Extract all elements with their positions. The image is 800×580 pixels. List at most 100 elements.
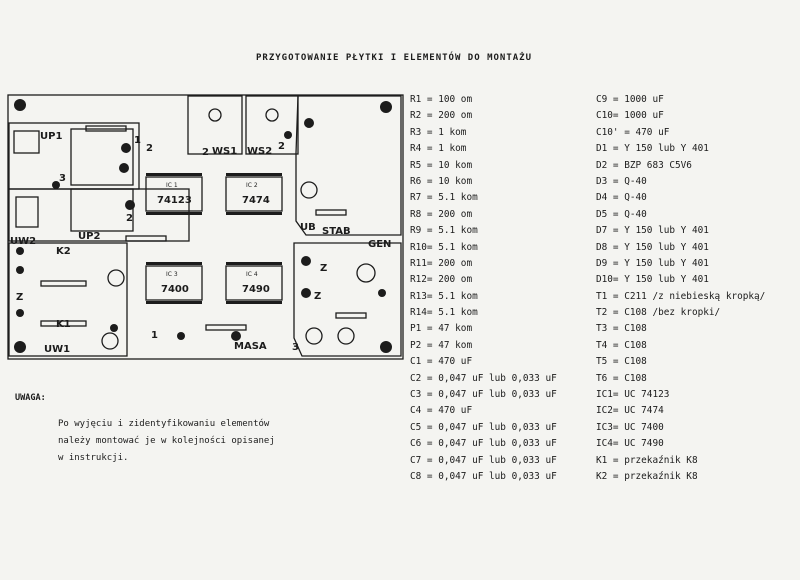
pcb-layout-diagram: UP1 UP2 UW2 UW1 K2 K1 WS1 WS2 UB STAB GE…	[7, 94, 404, 360]
part-row: K2 = przekaźnik K8	[596, 470, 698, 482]
pin-z-relay: Z	[16, 292, 23, 303]
part-row: C8 = 0,047 uF lub 0,033 uF	[410, 470, 557, 482]
part-row: R12= 200 om	[410, 274, 473, 286]
part-row: IC3= UC 7400	[596, 421, 664, 433]
ws2-block	[245, 95, 299, 155]
part-row: P2 = 47 kom	[410, 339, 473, 351]
pin-2-ws2: 2	[278, 141, 285, 152]
pin-3-gen: 3	[292, 342, 299, 353]
gen-block	[293, 242, 402, 357]
ic4-outline	[225, 265, 283, 301]
part-row: R9 = 5.1 kom	[410, 225, 478, 237]
note-line: w instrukcji.	[58, 453, 129, 463]
part-row: T3 = C108	[596, 323, 647, 335]
ic1-name: IC 1	[166, 182, 178, 189]
label-ub: UB	[300, 222, 316, 233]
part-row: C2 = 0,047 uF lub 0,033 uF	[410, 372, 557, 384]
part-row: R11= 200 om	[410, 257, 473, 269]
pin-1-up2: 1	[126, 201, 133, 212]
pin-2-ws1: 2	[202, 147, 209, 158]
pin-z-gen-2: Z	[314, 291, 321, 302]
ic2-name: IC 2	[246, 182, 258, 189]
pcb-outline	[7, 94, 404, 360]
stab-block	[295, 95, 402, 236]
pin-2-up2: 2	[126, 213, 133, 224]
part-row: R5 = 10 kom	[410, 159, 473, 171]
pot-p2	[265, 108, 279, 122]
part-row: T4 = C108	[596, 339, 647, 351]
label-masa: MASA	[234, 341, 267, 352]
ic4-part: 7490	[242, 284, 270, 295]
label-up2: UP2	[78, 231, 100, 242]
part-row: IC1= UC 74123	[596, 389, 670, 401]
label-ws1: WS1	[212, 146, 237, 157]
ic2-outline	[225, 176, 283, 212]
part-row: R14= 5.1 kom	[410, 307, 478, 319]
part-row: T6 = C108	[596, 372, 647, 384]
part-row: R7 = 5.1 kom	[410, 192, 478, 204]
part-row: R13= 5.1 kom	[410, 290, 478, 302]
part-row: T1 = C211 /z niebieską kropką/	[596, 290, 766, 302]
pin-1-up1: 1	[134, 135, 141, 146]
part-row: C7 = 0,047 uF lub 0,033 uF	[410, 454, 557, 466]
ic-pins	[146, 173, 282, 304]
transistor-t5	[101, 332, 119, 350]
ic3-name: IC 3	[166, 271, 178, 278]
up1-block	[8, 122, 140, 190]
parts-list-right: C9 = 1000 uF C10= 1000 uF C10' = 470 uF D1 …	[596, 92, 765, 485]
part-row: C4 = 470 uF	[410, 405, 473, 417]
part-row: C10= 1000 uF	[596, 110, 664, 122]
part-row: D4 = Q-40	[596, 192, 647, 204]
part-row: R10= 5.1 kom	[410, 241, 478, 253]
part-row: C9 = 1000 uF	[596, 94, 664, 105]
relay-area	[8, 242, 128, 357]
part-row: C1 = 470 uF	[410, 356, 473, 368]
label-k1: K1	[56, 319, 71, 330]
transistor-t3	[356, 263, 376, 283]
transistor-t4	[305, 327, 323, 345]
ic1-outline	[145, 176, 203, 212]
pin-3-up1: 3	[59, 173, 66, 184]
pin-1-masa: 1	[151, 330, 158, 341]
part-row: R4 = 1 kom	[410, 143, 467, 155]
part-row: C6 = 0,047 uF lub 0,033 uF	[410, 438, 557, 450]
label-gen: GEN	[368, 239, 391, 250]
label-ws2: WS2	[247, 146, 272, 157]
part-row: R8 = 200 om	[410, 208, 473, 220]
label-uw1: UW1	[44, 344, 70, 355]
part-row: R2 = 200 om	[410, 110, 473, 122]
page-title: PRZYGOTOWANIE PŁYTKI I ELEMENTÓW DO MONT…	[256, 53, 532, 63]
mounting-holes	[14, 99, 392, 353]
part-row: IC2= UC 7474	[596, 405, 664, 417]
part-row: C5 = 0,047 uF lub 0,033 uF	[410, 421, 557, 433]
ic4-name: IC 4	[246, 271, 258, 278]
pot-p1	[208, 108, 222, 122]
label-stab: STAB	[322, 226, 351, 237]
ic2-part: 7474	[242, 195, 270, 206]
transistor-t1	[300, 181, 318, 199]
note-heading: UWAGA:	[15, 393, 46, 403]
ws1-block	[187, 95, 243, 155]
part-row: P1 = 47 kom	[410, 323, 473, 335]
part-row: R6 = 10 kom	[410, 175, 473, 187]
transistor-t6	[107, 269, 125, 287]
part-row: C10' = 470 uF	[596, 126, 670, 138]
part-row: D2 = BZP 683 C5V6	[596, 159, 692, 171]
part-row: IC4= UC 7490	[596, 438, 664, 450]
part-row: R3 = 1 kom	[410, 126, 467, 138]
note-line: należy montować je w kolejności opisanej	[58, 436, 275, 446]
part-row: D10= Y 150 lub Y 401	[596, 274, 709, 286]
part-row: D5 = Q-40	[596, 208, 647, 220]
note-line: Po wyjęciu i zidentyfikowaniu elementów	[58, 419, 270, 429]
part-row: D3 = Q-40	[596, 175, 647, 187]
part-row: D7 = Y 150 lub Y 401	[596, 225, 709, 237]
part-row: D1 = Y 150 lub Y 401	[596, 143, 709, 155]
part-row: T5 = C108	[596, 356, 647, 368]
ic3-part: 7400	[161, 284, 189, 295]
label-up1: UP1	[40, 131, 62, 142]
ic3-outline	[145, 265, 203, 301]
label-k2: K2	[56, 246, 71, 257]
part-row: K1 = przekaźnik K8	[596, 454, 698, 466]
pin-2-up1: 2	[146, 143, 153, 154]
